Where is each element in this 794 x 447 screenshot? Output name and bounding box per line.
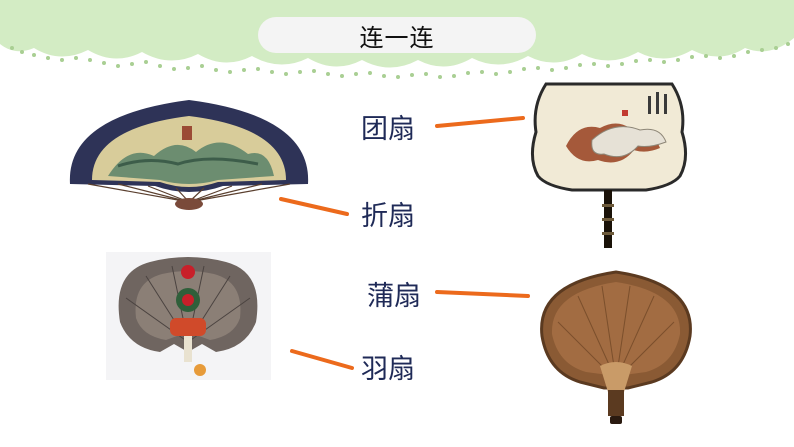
connector-pushan [435,290,530,298]
folding-fan-image[interactable] [58,96,320,214]
connector-yushan [290,349,354,370]
label-tuanshan: 团扇 [361,114,415,145]
connector-tuanshan [435,116,525,128]
label-zheshan: 折扇 [361,201,415,232]
label-pushan: 蒲扇 [367,281,421,312]
page-title: 连一连 [258,17,536,53]
label-yushan: 羽扇 [361,354,415,385]
feather-fan-image[interactable] [106,252,271,380]
cattail-fan-image[interactable] [534,262,698,426]
round-fan-image[interactable] [526,76,692,248]
